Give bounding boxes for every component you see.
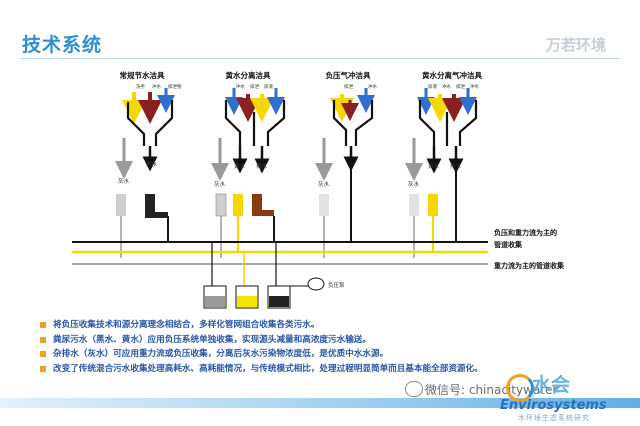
label-black: 黑水 [146, 160, 158, 168]
bullet-item: 杂排水（灰水）可应用重力流或负压收集，分离后灰水污染物浓度低，是优质中水水源。 [40, 347, 620, 362]
arrow-label: 排泄 [250, 83, 259, 90]
logo-english: Envirosystems [500, 398, 607, 413]
tank-black-fill [269, 296, 289, 307]
bullet-item: 粪尿污水（黑水、黄水）应用负压系统单独收集，实现源头减量和高浓度污水输送。 [40, 333, 620, 348]
grey-trap [409, 194, 419, 216]
arrow-label: 排泄 [344, 83, 353, 90]
collection-tanks: 负压泵 [203, 242, 345, 309]
fixture-3: 灰水 [315, 88, 375, 216]
fixture-title-3: 负压气冲洁具 [326, 70, 371, 80]
vacuum-pump [307, 277, 325, 291]
footer-band [0, 398, 640, 408]
vacuum-pump-label: 负压泵 [328, 281, 345, 289]
arrow-label: 冲水 [368, 83, 377, 90]
arrow-label: 排泄 [456, 83, 465, 90]
legend-vacuum-gravity-line1: 负压和重力流为主的 [494, 228, 557, 237]
bullet-item: 改变了传统混合污水收集处理高耗水、高耗能情况，与传统模式相比，处理过程明显简单而… [40, 362, 620, 377]
label-grey: 灰水 [118, 177, 130, 185]
label-grey: 灰水 [318, 180, 330, 188]
brand-name: 万若环境 [545, 36, 606, 54]
collection-system-diagram: 常规节水洁具 黄水分离洁具 负压气冲洁具 黄水分离气冲洁具 灰水 黑水 [72, 70, 565, 309]
grey-trap [215, 193, 227, 217]
yellow-trap [428, 194, 438, 216]
label-grey: 灰水 [214, 180, 226, 188]
title-divider [20, 58, 620, 59]
arrow-label: 尿液 [264, 83, 273, 90]
arrow-label: 排泄物 [168, 83, 182, 90]
bullet-item: 将负压收集技术和源分离理念相结合，多样化管网组合收集各类污水。 [40, 318, 620, 333]
logo-icon [506, 374, 534, 402]
funnel-body [332, 100, 374, 146]
grey-trap [319, 194, 329, 216]
arrow-label: 冲水 [152, 83, 161, 90]
label-brown: 褐水 [256, 162, 268, 170]
legend-gravity: 重力流为主的管道收集 [494, 261, 565, 270]
fixture-title-2: 黄水分离洁具 [226, 70, 271, 80]
arrow-label: 洗手 [136, 83, 145, 90]
funnel-body [126, 100, 174, 146]
fixture-1: 灰水 黑水 [115, 88, 175, 218]
arrow-label: 冲水 [442, 83, 451, 90]
label-yellow: 黄水 [234, 162, 246, 170]
fixture-4: 灰水 黄水 黑水 [405, 88, 478, 216]
logo-subtitle: 水环境生态系统研究 [518, 414, 590, 422]
wechat-icon [405, 381, 423, 397]
fixture-2: 灰水 黄水 褐水 [211, 88, 286, 217]
funnel-body [418, 100, 478, 146]
legend-vacuum-gravity-line2: 管道收集 [494, 240, 523, 249]
grey-trap [116, 194, 126, 216]
slide-title: 技术系统 [22, 34, 103, 56]
brown-trap [252, 194, 274, 216]
arrow-label: 尿液 [428, 83, 437, 90]
fixture-title-1: 常规节水洁具 [120, 70, 165, 80]
arrow-label: 冲水 [236, 83, 245, 90]
fixture-title-4: 黄水分离气冲洁具 [422, 70, 482, 80]
tank-yellow-fill [237, 296, 257, 307]
label-grey: 灰水 [408, 180, 420, 188]
black-trap [145, 194, 168, 218]
funnel-body [224, 100, 286, 146]
yellow-trap [233, 194, 243, 216]
label-yellow: 黄水 [428, 162, 440, 170]
arrow-label: 冲水 [470, 83, 479, 90]
drop-pipes [120, 166, 457, 258]
tank-grey-fill [205, 296, 225, 307]
bullet-list: 将负压收集技术和源分离理念相结合，多样化管网组合收集各类污水。 粪尿污水（黑水、… [40, 318, 620, 376]
logo-chinese: 水会 [532, 374, 571, 396]
